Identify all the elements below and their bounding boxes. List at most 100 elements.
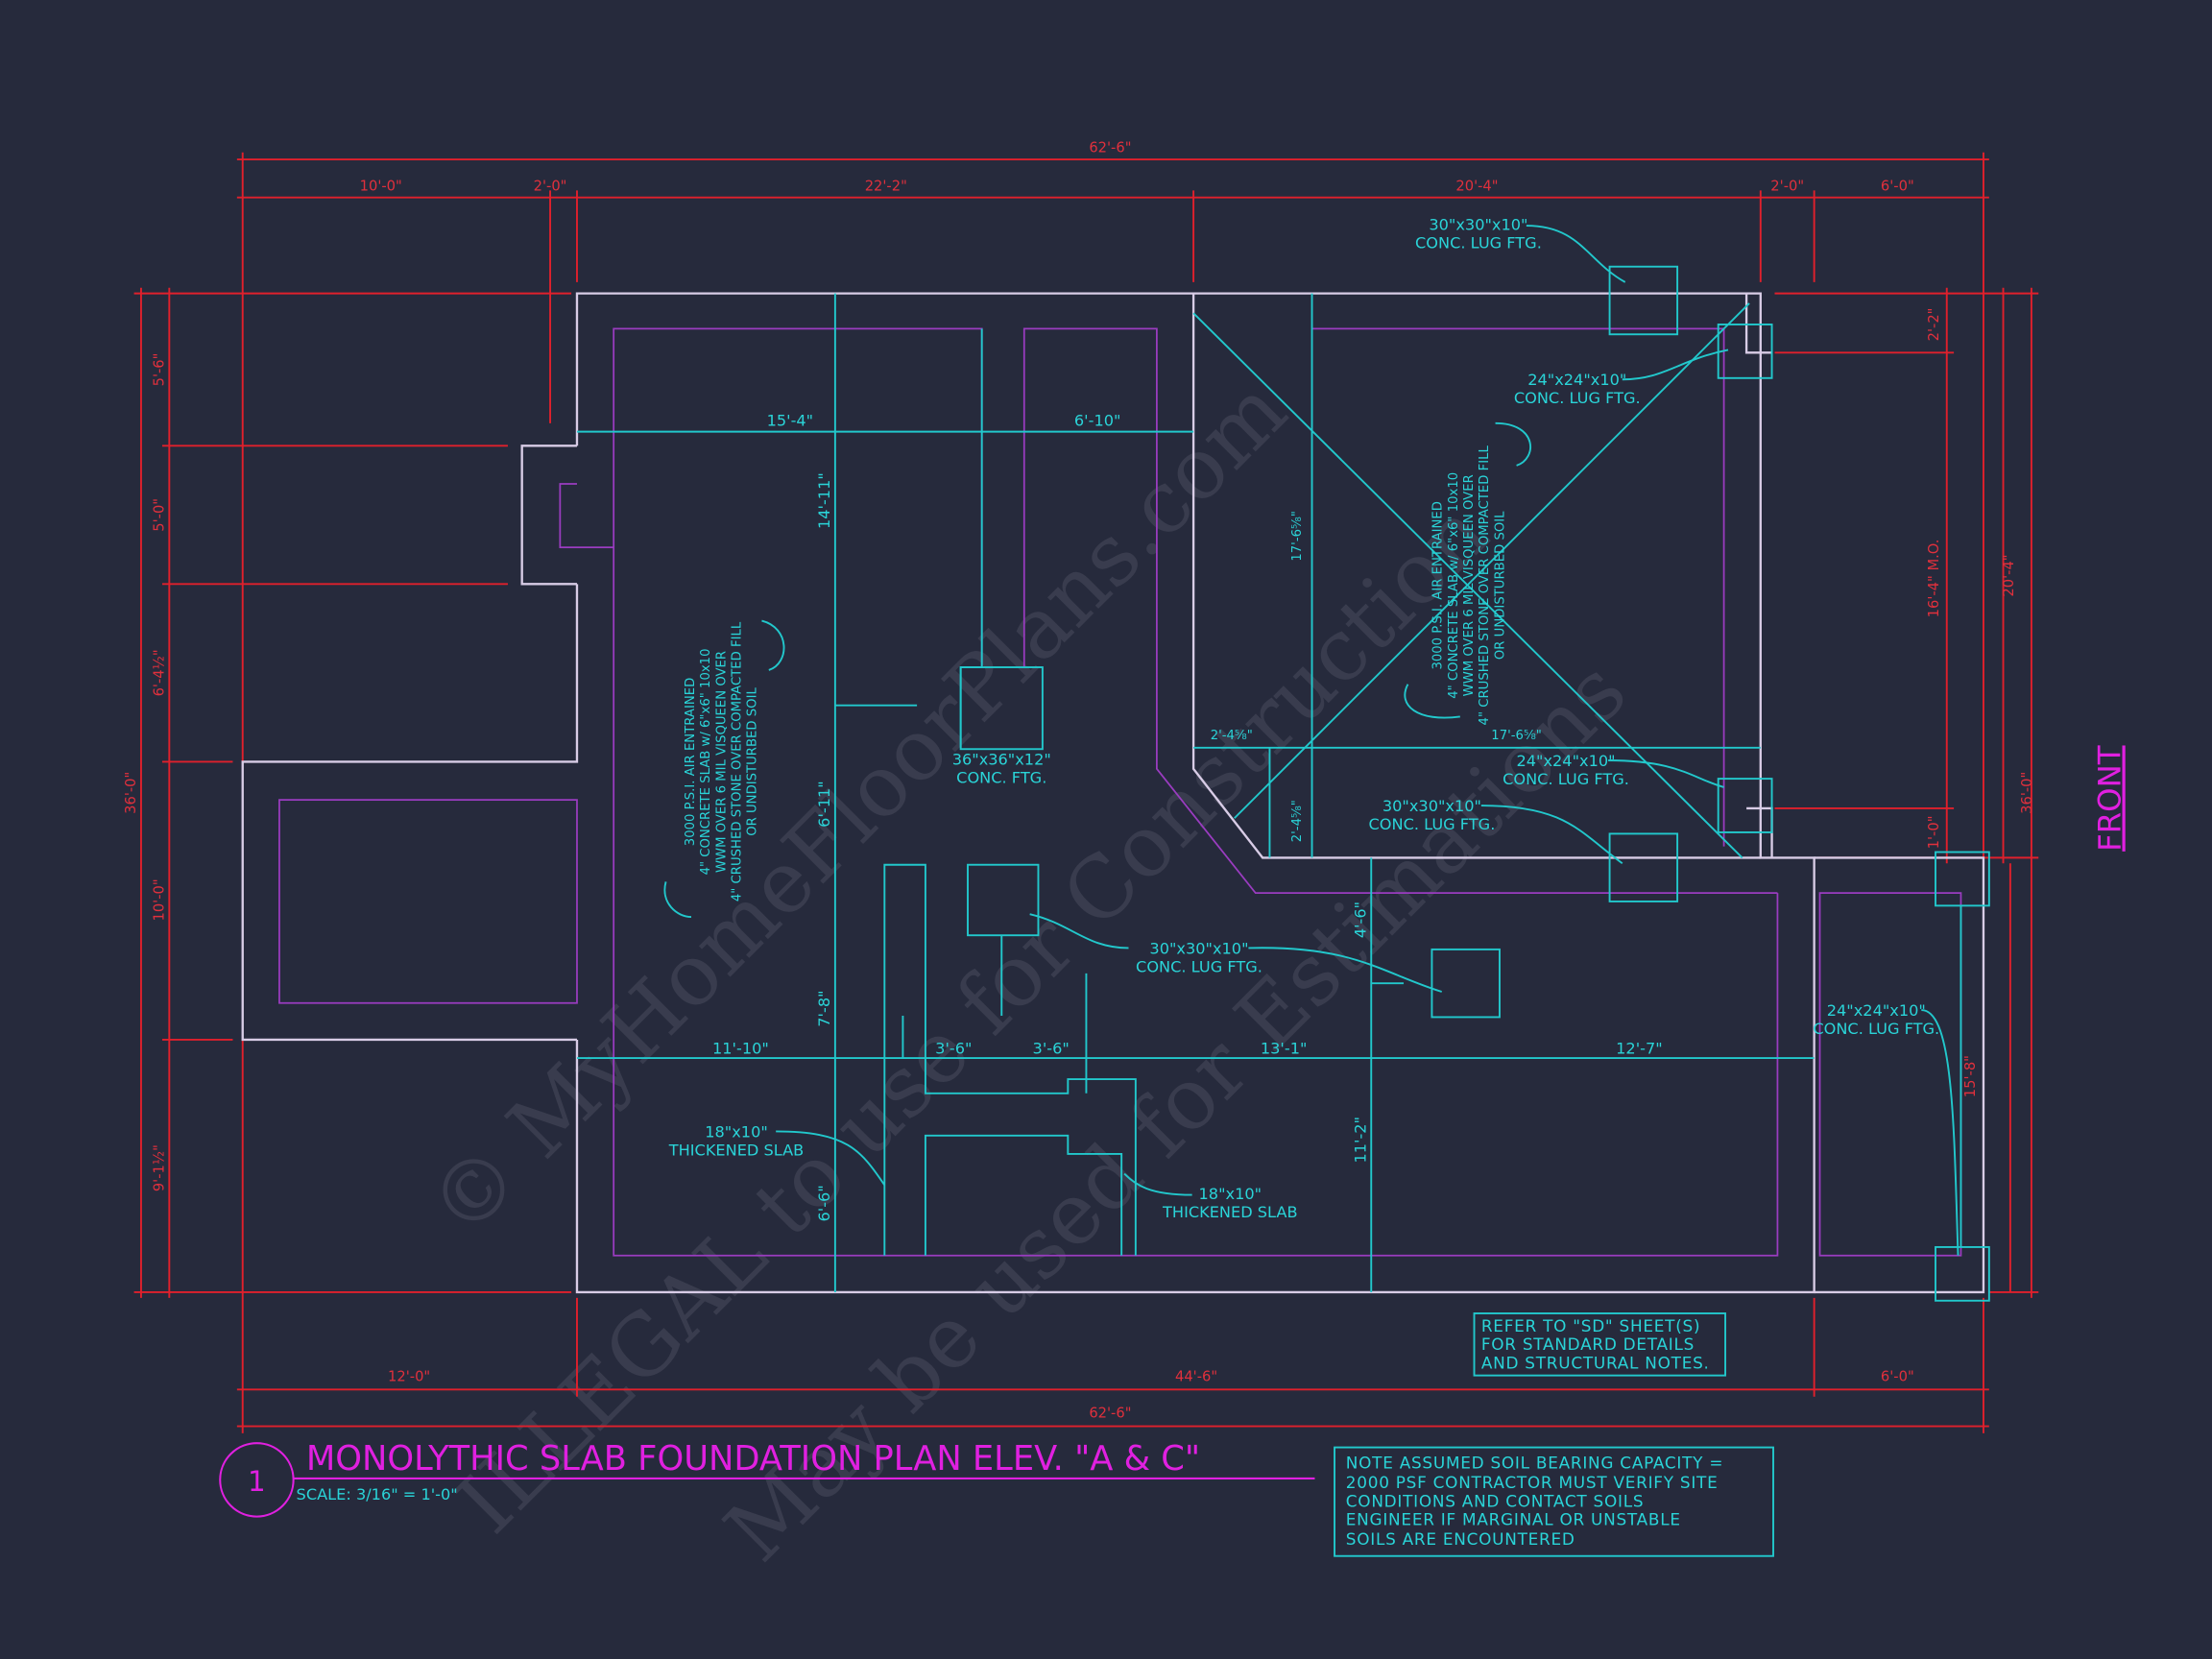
dim-label: 15'-4"	[767, 412, 814, 430]
dim-label: 6'-0"	[1881, 178, 1914, 194]
lug-footing	[1608, 832, 1679, 902]
interior-dimension-labels: 15'-4" 6'-10" 14'-11" 6'-11" 7'-8" 6'-6"…	[712, 412, 1663, 1222]
callout-text: CONC. LUG FTG.	[1415, 234, 1542, 252]
title-text: MONOLYTHIC SLAB FOUNDATION PLAN ELEV. "A…	[306, 1439, 1200, 1479]
note-line: FOR STANDARD DETAILS	[1481, 1334, 1695, 1354]
dim-label: 6'-11"	[815, 781, 833, 828]
dim-label: 10'-0"	[151, 878, 167, 921]
dim-label: 20'-4"	[2001, 554, 2017, 596]
dim-label: 10'-0"	[360, 178, 402, 194]
conc-footing	[959, 666, 1044, 751]
lug-footing	[1935, 851, 1990, 907]
front-label: FRONT	[2091, 745, 2128, 852]
callout-text: CONC. LUG FTG.	[1136, 957, 1262, 975]
dim-label: 11'-10"	[712, 1040, 769, 1058]
slab-note-right: 3000 P.S.I. AIR ENTRAINED 4" CONCRETE SL…	[1431, 445, 1508, 725]
note-line: OR UNDISTURBED SOIL	[1493, 511, 1507, 660]
lug-footing	[1717, 324, 1773, 379]
slab-outline	[241, 292, 1985, 1294]
callout-text: CONC. LUG FTG.	[1368, 815, 1495, 833]
drawing-title: 1 MONOLYTHIC SLAB FOUNDATION PLAN ELEV. …	[219, 1439, 1315, 1518]
callout-text: THICKENED SLAB	[1162, 1203, 1298, 1221]
note-line: AND STRUCTURAL NOTES.	[1481, 1353, 1710, 1372]
slab-note-left: 3000 P.S.I. AIR ENTRAINED 4" CONCRETE SL…	[684, 621, 760, 902]
note-line: 4" CONCRETE SLAB w/ 6"x6" 10x10	[699, 649, 713, 876]
dim-label: 3'-6"	[1033, 1040, 1070, 1058]
callout-text: 36"x36"x12"	[952, 750, 1051, 768]
dim-label: 12'-0"	[388, 1369, 430, 1385]
callout-text: CONC. LUG FTG.	[1503, 770, 1629, 788]
lug-footing	[1935, 1245, 1990, 1302]
note-line: SOILS ARE ENCOUNTERED	[1346, 1529, 1575, 1549]
detail-number-circle	[219, 1442, 295, 1518]
lug-footing	[967, 863, 1040, 937]
callout-text: 30"x30"x10"	[1429, 216, 1527, 234]
note-line: ENGINEER IF MARGINAL OR UNSTABLE	[1346, 1509, 1681, 1528]
dim-label: 1'-0"	[1926, 816, 1942, 850]
dim-label: 2'-0"	[534, 178, 567, 194]
soil-note: NOTE ASSUMED SOIL BEARING CAPACITY = 200…	[1334, 1446, 1774, 1557]
dim-label: 7'-8"	[815, 990, 833, 1026]
dim-label: 2'-4⅝"	[1211, 729, 1253, 743]
dim-label: 2'-4⅝"	[1290, 800, 1305, 842]
dim-label: 11'-2"	[1351, 1117, 1369, 1164]
callout-text: 30"x30"x10"	[1382, 797, 1481, 815]
dim-label: 36'-0"	[2019, 772, 2035, 814]
dim-label: 16'-4" M.O.	[1926, 540, 1942, 618]
note-line: CONDITIONS AND CONTACT SOILS	[1346, 1491, 1645, 1510]
dim-label: 6'-4½"	[151, 649, 167, 696]
dim-label: 44'-6"	[1175, 1369, 1217, 1385]
callout-text: 24"x24"x10"	[1827, 1001, 1926, 1020]
callout-text: CONC. FTG.	[956, 769, 1046, 787]
callout-text: 30"x30"x10"	[1149, 939, 1248, 957]
dim-label: 2'-2"	[1926, 308, 1942, 342]
dim-label: 36'-0"	[123, 772, 139, 814]
dim-label: 20'-4"	[1455, 178, 1498, 194]
bottom-dimensions: 12'-0" 44'-6" 6'-0" 62'-6"	[236, 1039, 1989, 1433]
callout-text: 24"x24"x10"	[1516, 752, 1615, 770]
callout-text: CONC. LUG FTG.	[1514, 389, 1641, 407]
dim-label: 6'-10"	[1074, 412, 1121, 430]
note-line: NOTE ASSUMED SOIL BEARING CAPACITY =	[1346, 1454, 1723, 1473]
note-line: WWM OVER 6 MIL VISQUEEN OVER	[714, 651, 729, 873]
footings	[883, 265, 1990, 1302]
note-line: 4" CRUSHED STONE OVER COMPACTED FILL	[1478, 445, 1492, 725]
dim-label: 22'-2"	[865, 178, 907, 194]
dim-label: 9'-1½"	[151, 1144, 167, 1191]
callout-text: CONC. LUG FTG.	[1813, 1020, 1939, 1038]
note-line: 2000 PSF CONTRACTOR MUST VERIFY SITE	[1346, 1473, 1719, 1492]
dim-label: 6'-0"	[1881, 1369, 1914, 1385]
lug-footing	[1717, 778, 1773, 833]
dim-label: 3'-6"	[935, 1040, 972, 1058]
scale-text: SCALE: 3/16" = 1'-0"	[297, 1485, 458, 1503]
dim-label: 5'-0"	[151, 498, 167, 532]
dim-label: 5'-6"	[151, 353, 167, 387]
dim-label: 2'-0"	[1770, 178, 1804, 194]
note-line: 4" CRUSHED STONE OVER COMPACTED FILL	[730, 621, 744, 902]
interior-dimensions	[576, 293, 1962, 1292]
detail-number: 1	[248, 1465, 266, 1498]
dim-label: 17'-6⅝"	[1491, 729, 1542, 743]
dim-label: 17'-6⅝"	[1290, 511, 1305, 562]
note-line: WWM OVER 6 MIL VISQUEEN OVER	[1462, 474, 1477, 696]
dim-label: 13'-1"	[1261, 1040, 1308, 1058]
dim-label: 6'-6"	[815, 1185, 833, 1221]
dim-label: 12'-7"	[1616, 1040, 1663, 1058]
dim-label: 14'-11"	[815, 472, 833, 529]
callouts: 30"x30"x10" CONC. LUG FTG. 24"x24"x10" C…	[668, 216, 1960, 1256]
left-dimensions: 36'-0" 5'-6" 5'-0" 6'-4½" 10'-0" 9'-1½"	[123, 287, 572, 1298]
right-dimensions: 2'-2" 16'-4" M.O. 1'-0" 15'-8" 20'-4" 36…	[1774, 287, 2039, 1298]
note-line: 3000 P.S.I. AIR ENTRAINED	[1431, 501, 1446, 670]
note-line: 3000 P.S.I. AIR ENTRAINED	[684, 678, 698, 847]
dim-label: 4'-6"	[1351, 902, 1369, 938]
callout-text: 24"x24"x10"	[1527, 371, 1626, 389]
note-line: 4" CONCRETE SLAB w/ 6"x6" 10x10	[1447, 472, 1461, 699]
note-line: REFER TO "SD" SHEET(S)	[1481, 1316, 1700, 1335]
dim-label: 62'-6"	[1089, 140, 1131, 156]
dim-label: 15'-8"	[1962, 1055, 1979, 1097]
callout-text: 18"x10"	[1199, 1185, 1262, 1203]
lug-footing	[1608, 265, 1679, 336]
lug-footing	[1431, 948, 1501, 1019]
dim-label: 62'-6"	[1089, 1406, 1131, 1422]
